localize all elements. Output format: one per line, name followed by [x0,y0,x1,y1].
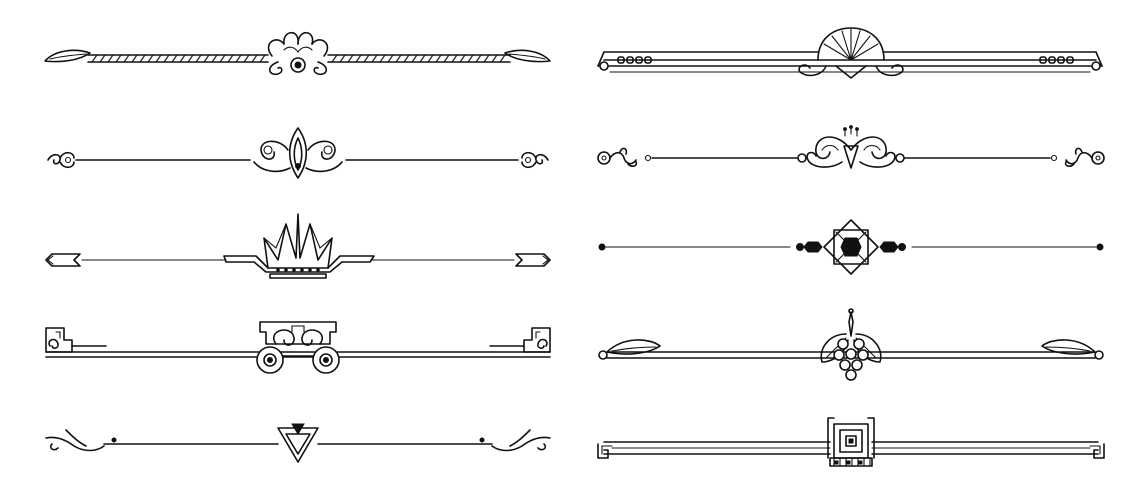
leaf-end-icon [606,339,661,355]
divider-right-4 [598,308,1104,381]
sunburst-shell-icon [798,27,904,79]
divider-left-4 [45,321,551,374]
greek-key-end-icon [597,443,613,459]
arrow-head-end-icon [515,253,551,267]
vine-end-icon [1050,147,1105,167]
greek-key-end-icon [1089,443,1105,459]
divider-right-3 [598,219,1104,275]
ionic-capital-icon [256,321,340,374]
bracket-end-icon [45,327,107,353]
leaf-end-icon [1041,339,1096,355]
arrow-tail-end-icon [45,253,81,267]
dot-end-icon [598,243,606,251]
inverted-triangle-icon [277,423,319,463]
flourish-end-icon [45,429,117,452]
dot-end-icon [1094,350,1104,360]
scroll-end-icon [47,151,75,169]
flourish-end-icon [479,429,551,452]
dot-end-icon [598,350,608,360]
triple-rail [603,441,1099,455]
fan-scallop-icon [267,31,329,76]
divider-left-5 [45,423,551,463]
divider-right-2 [597,125,1105,169]
crown-icon [223,213,375,279]
grape-cluster-icon [820,308,882,381]
diamond-star-icon [796,219,906,275]
lotus-spade-icon [253,127,343,179]
pill-beads-left [617,56,652,64]
pill-beads-right [1039,56,1074,64]
rope-rail [87,54,511,63]
leaf-end-icon [44,49,91,63]
dot-end-icon [1096,243,1104,251]
bracket-end-icon [489,327,551,353]
divider-left-1 [44,31,551,76]
divider-right-1 [597,27,1103,79]
divider-left-2 [47,127,549,179]
double-rail [45,351,551,358]
leaf-end-icon [504,49,551,63]
scroll-end-icon [521,151,549,169]
divider-right-5 [597,417,1105,467]
crown-jewel-row [276,268,320,272]
floral-swirl-icon [797,125,905,169]
vine-end-icon [597,147,652,167]
greek-key-icon [827,417,875,467]
divider-left-3 [45,213,551,279]
